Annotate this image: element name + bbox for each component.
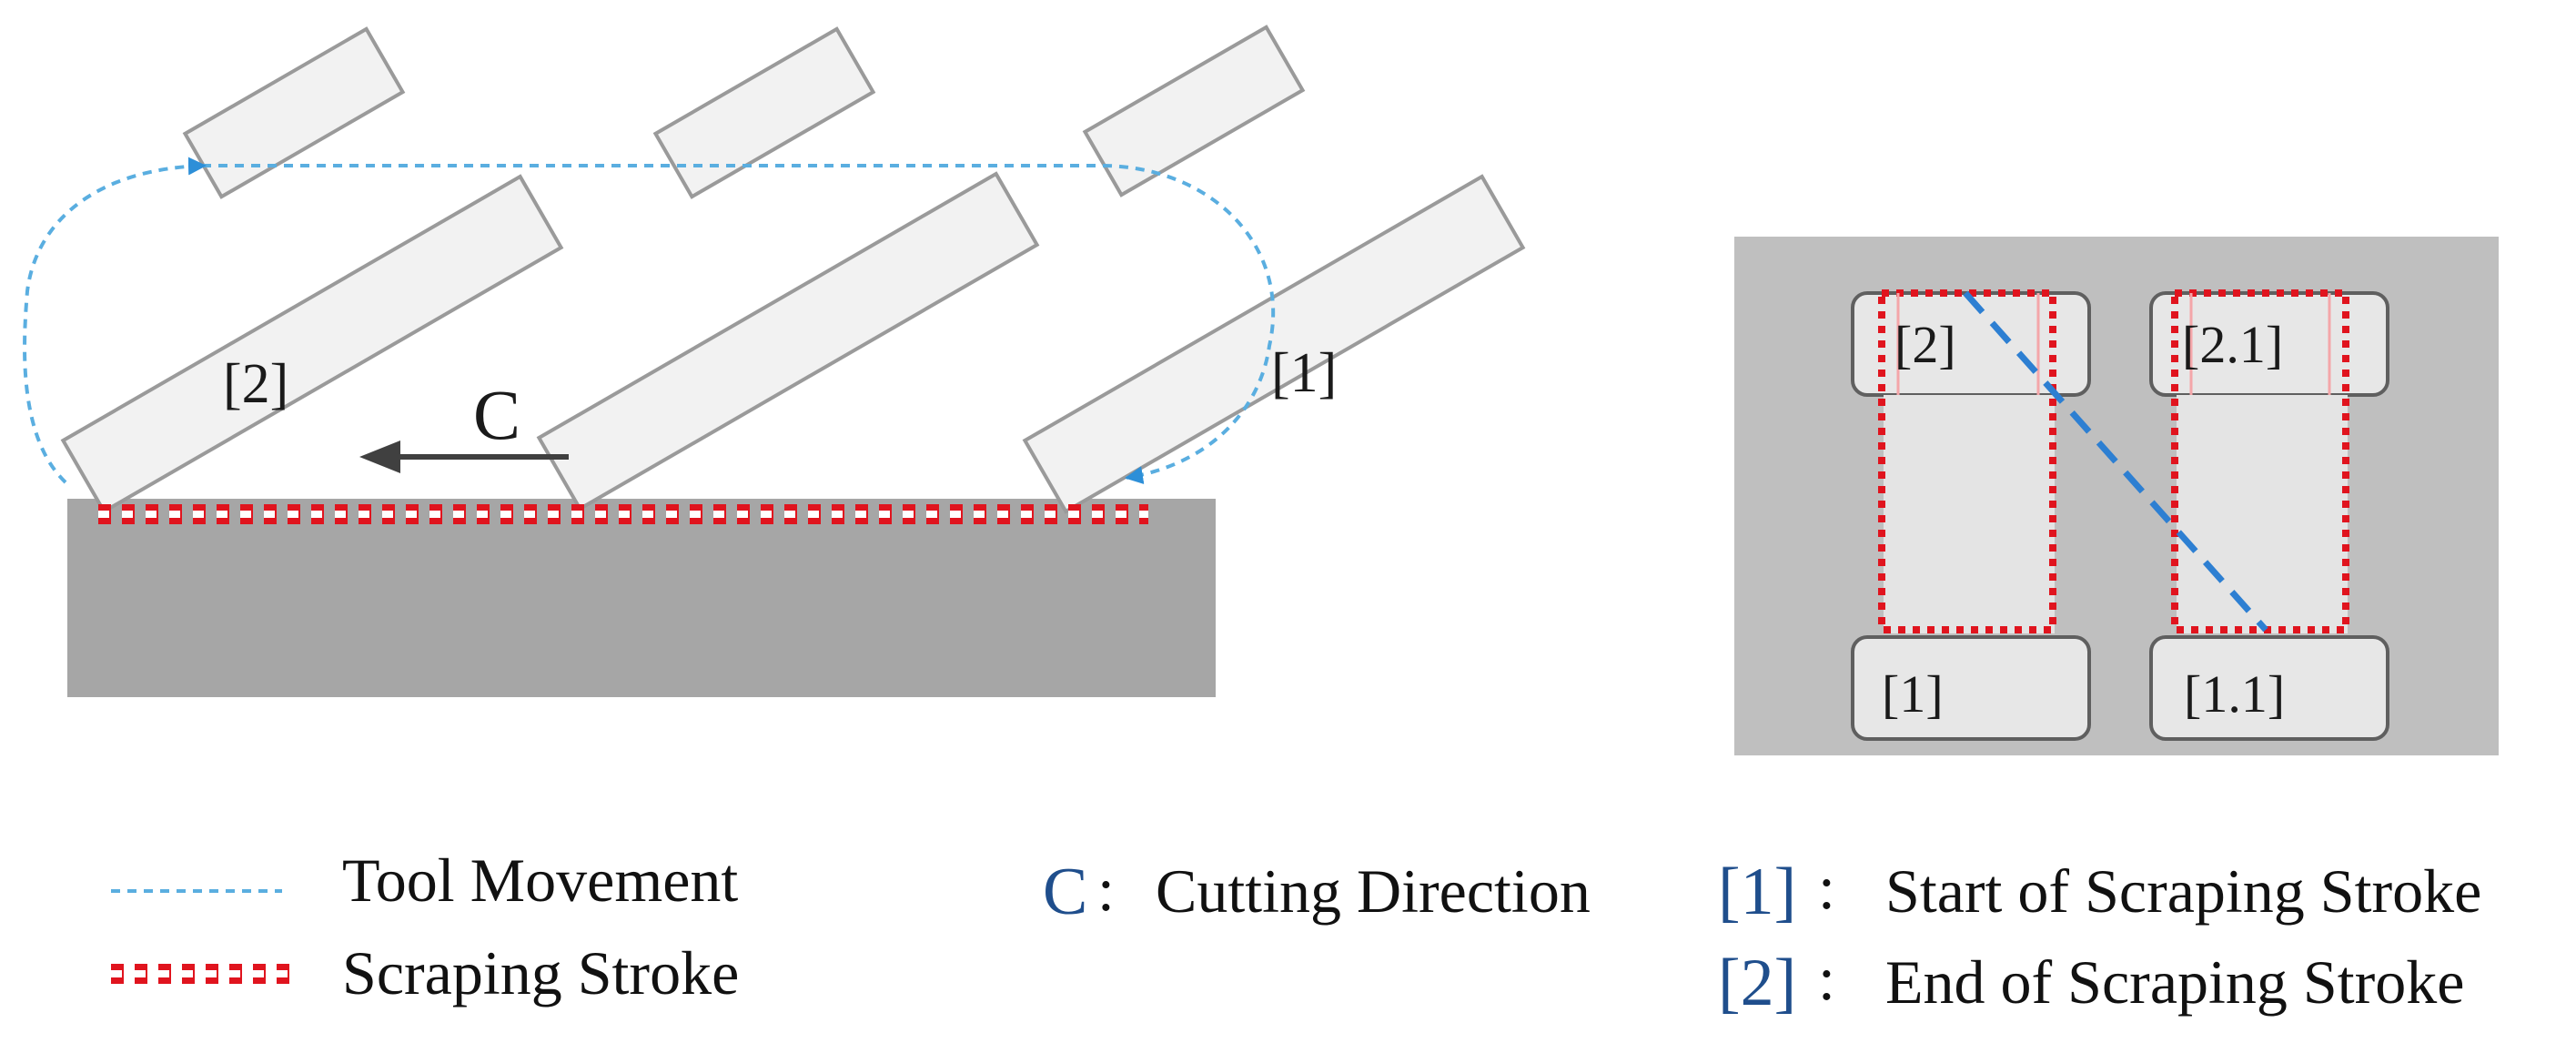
start-stroke-label: [1] [1271, 342, 1337, 404]
tool-engaged-left [60, 174, 564, 514]
cutting-direction-label: C [473, 375, 520, 454]
pad-label-top-left: [2] [1894, 315, 1956, 374]
workpiece [67, 499, 1216, 697]
pad-label-bottom-left: [1] [1882, 664, 1944, 724]
tool-retracted-middle [652, 26, 876, 199]
legend-end-symbol: [2] [1718, 946, 1796, 1020]
legend-c-symbol: C [1043, 855, 1087, 929]
tool-movement-path [202, 164, 1276, 484]
tool-return-path [23, 157, 207, 484]
end-stroke-label: [2] [223, 353, 288, 415]
cutting-direction-arrowhead [359, 440, 400, 473]
scraped-area-right [2177, 395, 2348, 633]
legend: Tool Movement Scraping Stroke C : Cuttin… [111, 846, 2481, 1020]
tool-path-diagonal [1963, 290, 2268, 633]
tool-engaged-middle [536, 171, 1040, 511]
legend-tool-movement-label: Tool Movement [342, 846, 738, 915]
pad-label-bottom-right: [1.1] [2184, 664, 2285, 724]
inset-top-view: [2] [2.1] [1] [1.1] [1734, 237, 2499, 755]
pad-bottom-right [2149, 635, 2389, 741]
stroke-outline-right [2171, 289, 2349, 633]
legend-end-colon: : [1818, 944, 1835, 1013]
legend-cutting-direction: Cutting Direction [1156, 856, 1591, 926]
stroke-outline-left [1878, 289, 2056, 633]
pad-label-top-right: [2.1] [2182, 315, 2283, 374]
legend-start-colon: : [1818, 853, 1835, 922]
legend-end-text: End of Scraping Stroke [1885, 947, 2464, 1017]
legend-start-text: Start of Scraping Stroke [1885, 856, 2481, 926]
tool-retracted-right [1082, 25, 1306, 197]
tool-retracted-left [182, 26, 406, 199]
legend-c-colon: : [1097, 855, 1115, 924]
tool-engaged-right [1022, 174, 1526, 514]
pad-bottom-left [1851, 635, 2091, 741]
legend-scraping-label: Scraping Stroke [342, 938, 739, 1008]
scraped-area-left [1884, 395, 2055, 633]
legend-start-symbol: [1] [1718, 855, 1796, 929]
